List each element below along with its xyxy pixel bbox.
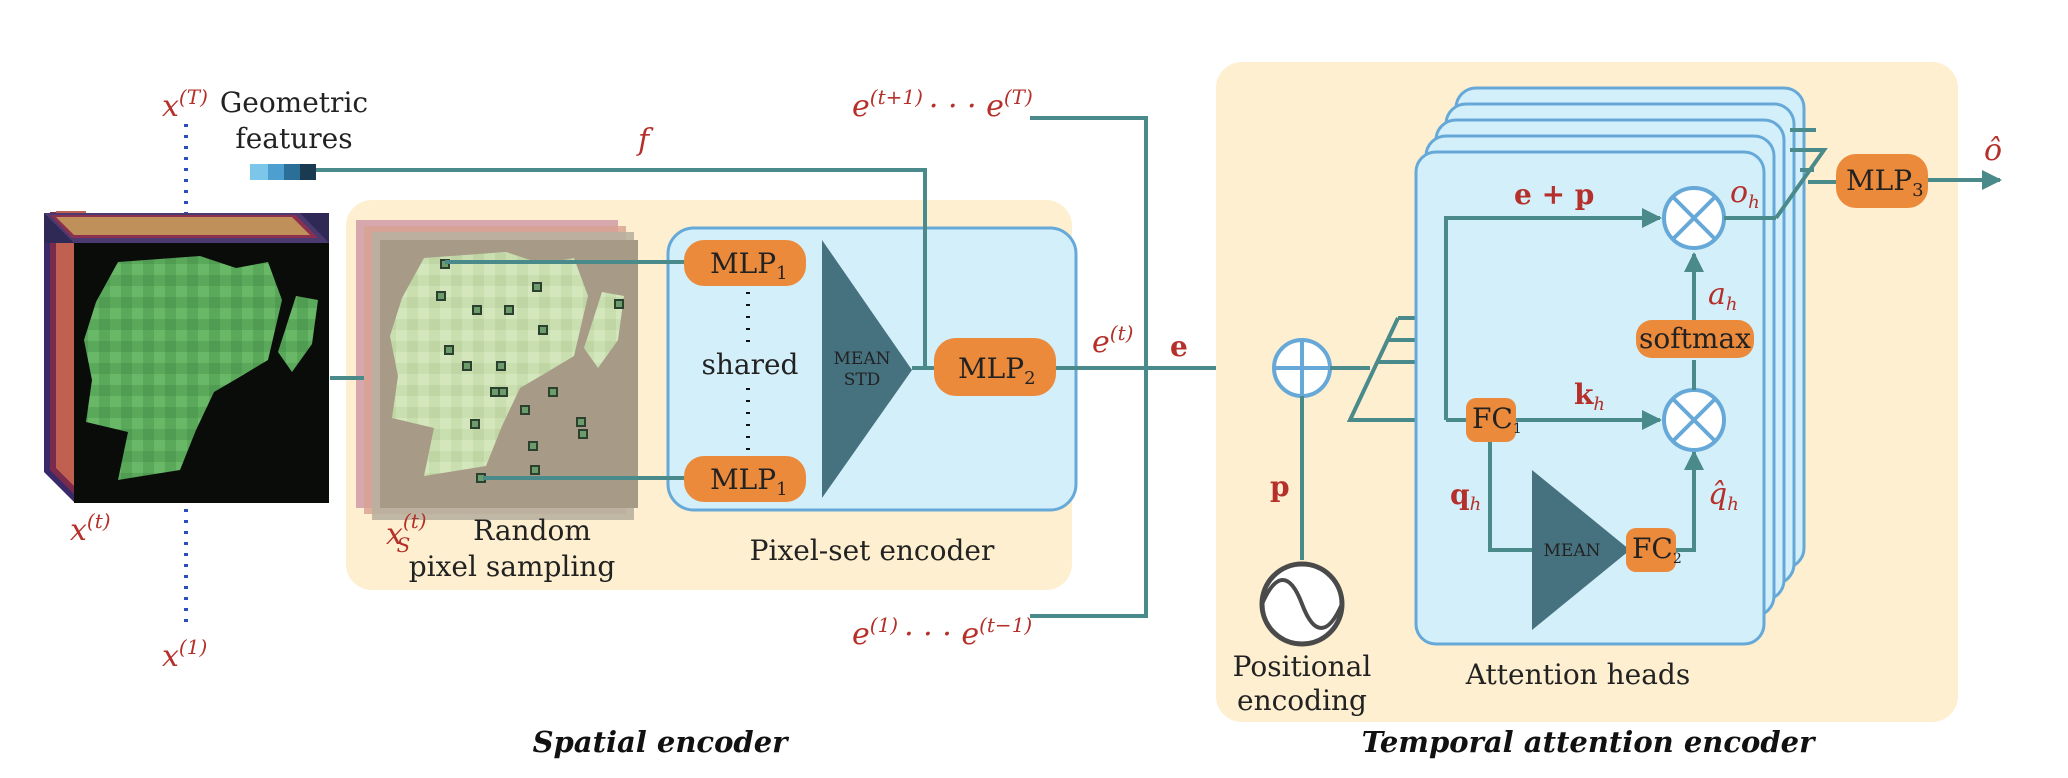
q-hat-label: q̂h: [1708, 477, 1739, 515]
e-future-label: e(t+1)· · · e(T): [852, 85, 1033, 124]
geometric-features-bar: [250, 164, 316, 180]
f-wire: [316, 168, 927, 368]
key-multiply-node: [1662, 388, 1726, 452]
f-label: f: [636, 123, 654, 158]
mlp3-label: MLP3: [1846, 164, 1924, 201]
attention-multiply-node: [1662, 186, 1726, 250]
mlp2-label: MLP2: [958, 352, 1036, 389]
geo-features-label-1: Geometric: [220, 86, 368, 119]
fc2-label: FC2: [1632, 532, 1682, 567]
mean-triangle: [1532, 470, 1630, 630]
head-mean-label: MEAN: [1544, 541, 1601, 561]
output-combiner: [1774, 148, 1828, 220]
mlp1-top-label: MLP1: [710, 247, 788, 284]
positional-encoding-label-1: Positional: [1233, 650, 1372, 683]
e-t-label: e(t): [1092, 321, 1133, 360]
geo-features-label-2: features: [235, 122, 352, 155]
mlp1-bottom-label: MLP1: [710, 463, 788, 500]
o-h-label: oh: [1730, 175, 1760, 213]
e-bold-label: e: [1170, 330, 1188, 363]
temporal-encoder-caption: Temporal attention encoder: [1362, 725, 1818, 759]
mlp2-box: [934, 338, 1056, 396]
attention-heads-label: Attention heads: [1465, 658, 1690, 691]
a-h-label: ah: [1708, 277, 1737, 315]
mlp3-box: [1836, 154, 1928, 208]
xs-label: x(t)S: [386, 509, 427, 557]
shared-label: shared: [702, 348, 799, 381]
mlp1-top-box: [684, 240, 806, 286]
spatial-encoder-caption: Spatial encoder: [533, 725, 791, 759]
mean-std-triangle: [822, 240, 912, 498]
e-plus-p-label: e + p: [1514, 178, 1594, 211]
q-h-label: qh: [1450, 478, 1481, 515]
e-plus-p-wire: [1444, 208, 1662, 420]
x-1-label: x(1): [162, 635, 207, 674]
softmax-box: [1636, 320, 1754, 358]
q-h-wire: [1488, 442, 1540, 552]
positional-encoding-label-2: encoding: [1237, 684, 1367, 717]
sampled-pixel-stack: [356, 220, 638, 520]
random-sampling-label-1: Random: [473, 514, 591, 547]
future-embeddings-wire: [1030, 116, 1148, 618]
softmax-label: softmax: [1639, 322, 1751, 355]
mean-label: MEAN: [834, 349, 891, 369]
std-label: STD: [844, 370, 881, 390]
o-hat-label: ô: [1984, 133, 2002, 168]
e-past-label: e(1)· · · e(t−1): [852, 613, 1032, 652]
random-sampling-label-2: pixel sampling: [409, 550, 616, 583]
input-splitter: [1346, 317, 1446, 422]
fc2-box: [1626, 528, 1676, 572]
mlp1-bottom-box: [684, 456, 806, 502]
p-bold-label: p: [1270, 470, 1290, 503]
pixel-set-encoder-label: Pixel-set encoder: [750, 534, 995, 567]
x-t-label: x(t): [70, 509, 111, 548]
k-h-label: kh: [1574, 378, 1605, 415]
fc1-label: FC1: [1472, 402, 1522, 437]
fc1-box: [1466, 398, 1516, 442]
x-T-label: x(T): [162, 85, 208, 124]
q-hat-wire: [1676, 450, 1704, 552]
image-cube-xt: [44, 211, 329, 503]
